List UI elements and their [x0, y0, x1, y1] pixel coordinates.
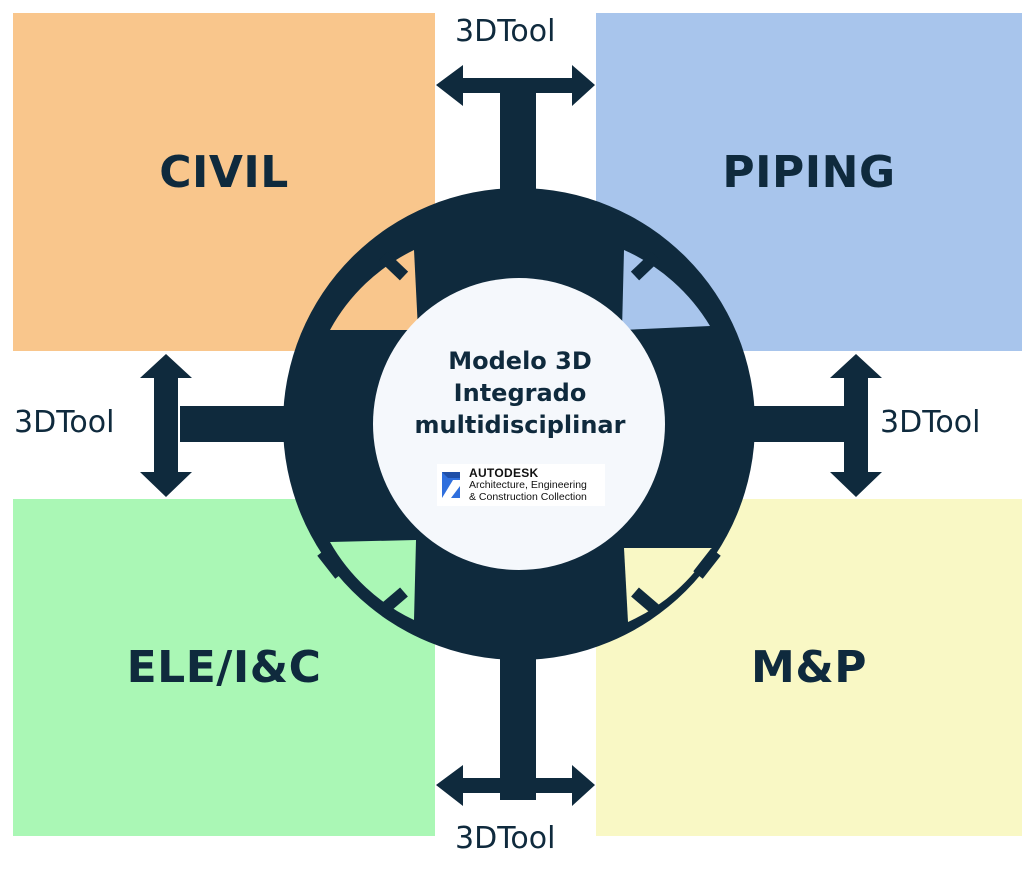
- connector-right-stem: [740, 406, 860, 442]
- ring-tick: [631, 587, 660, 615]
- autodesk-collection-line2: & Construction Collection: [469, 491, 587, 503]
- quadrant-civil: CIVIL: [13, 13, 435, 351]
- ring-tick: [630, 251, 661, 281]
- ring-tick: [693, 291, 721, 322]
- quadrant-label-civil: CIVIL: [159, 146, 289, 198]
- quadrant-ele-ic: ELE/I&C: [13, 499, 435, 836]
- connector-bottom-arrow: [436, 765, 595, 806]
- connector-right-label: 3DTool: [880, 405, 981, 440]
- autodesk-logo: AUTODESK Architecture, Engineering & Con…: [437, 464, 605, 506]
- quadrant-label-ele-ic: ELE/I&C: [126, 642, 322, 693]
- connector-top-label: 3DTool: [455, 14, 556, 49]
- center-title-line1: Modelo 3D: [448, 347, 592, 375]
- connector-bottom-stem: [500, 610, 536, 800]
- connector-left-arrow: [140, 354, 192, 497]
- autodesk-brand: AUTODESK: [469, 466, 539, 480]
- autodesk-logo-text: AUTODESK Architecture, Engineering & Con…: [469, 467, 587, 503]
- autodesk-logo-icon: [442, 472, 460, 498]
- autodesk-collection-line1: Architecture, Engineering: [469, 479, 587, 491]
- ring-tick: [693, 548, 721, 579]
- connector-top-arrow: [436, 65, 595, 106]
- connector-right-arrow: [830, 354, 882, 497]
- connector-left-label: 3DTool: [14, 405, 115, 440]
- connector-top-stem: [500, 90, 536, 240]
- ring-tick: [379, 587, 408, 615]
- center-title-line3: multidisciplinar: [414, 411, 626, 439]
- ring-tick: [317, 548, 345, 579]
- quadrant-label-mp: M&P: [751, 642, 867, 693]
- connector-left-stem: [180, 406, 300, 442]
- center-title-line2: Integrado: [453, 379, 587, 407]
- quadrant-label-piping: PIPING: [722, 146, 896, 198]
- ring-tick: [317, 291, 345, 322]
- notch-mp: [624, 548, 712, 622]
- center-title: Modelo 3D Integrado multidisciplinar: [380, 345, 660, 441]
- connector-bottom-label: 3DTool: [455, 821, 556, 856]
- ring-tick: [378, 251, 409, 281]
